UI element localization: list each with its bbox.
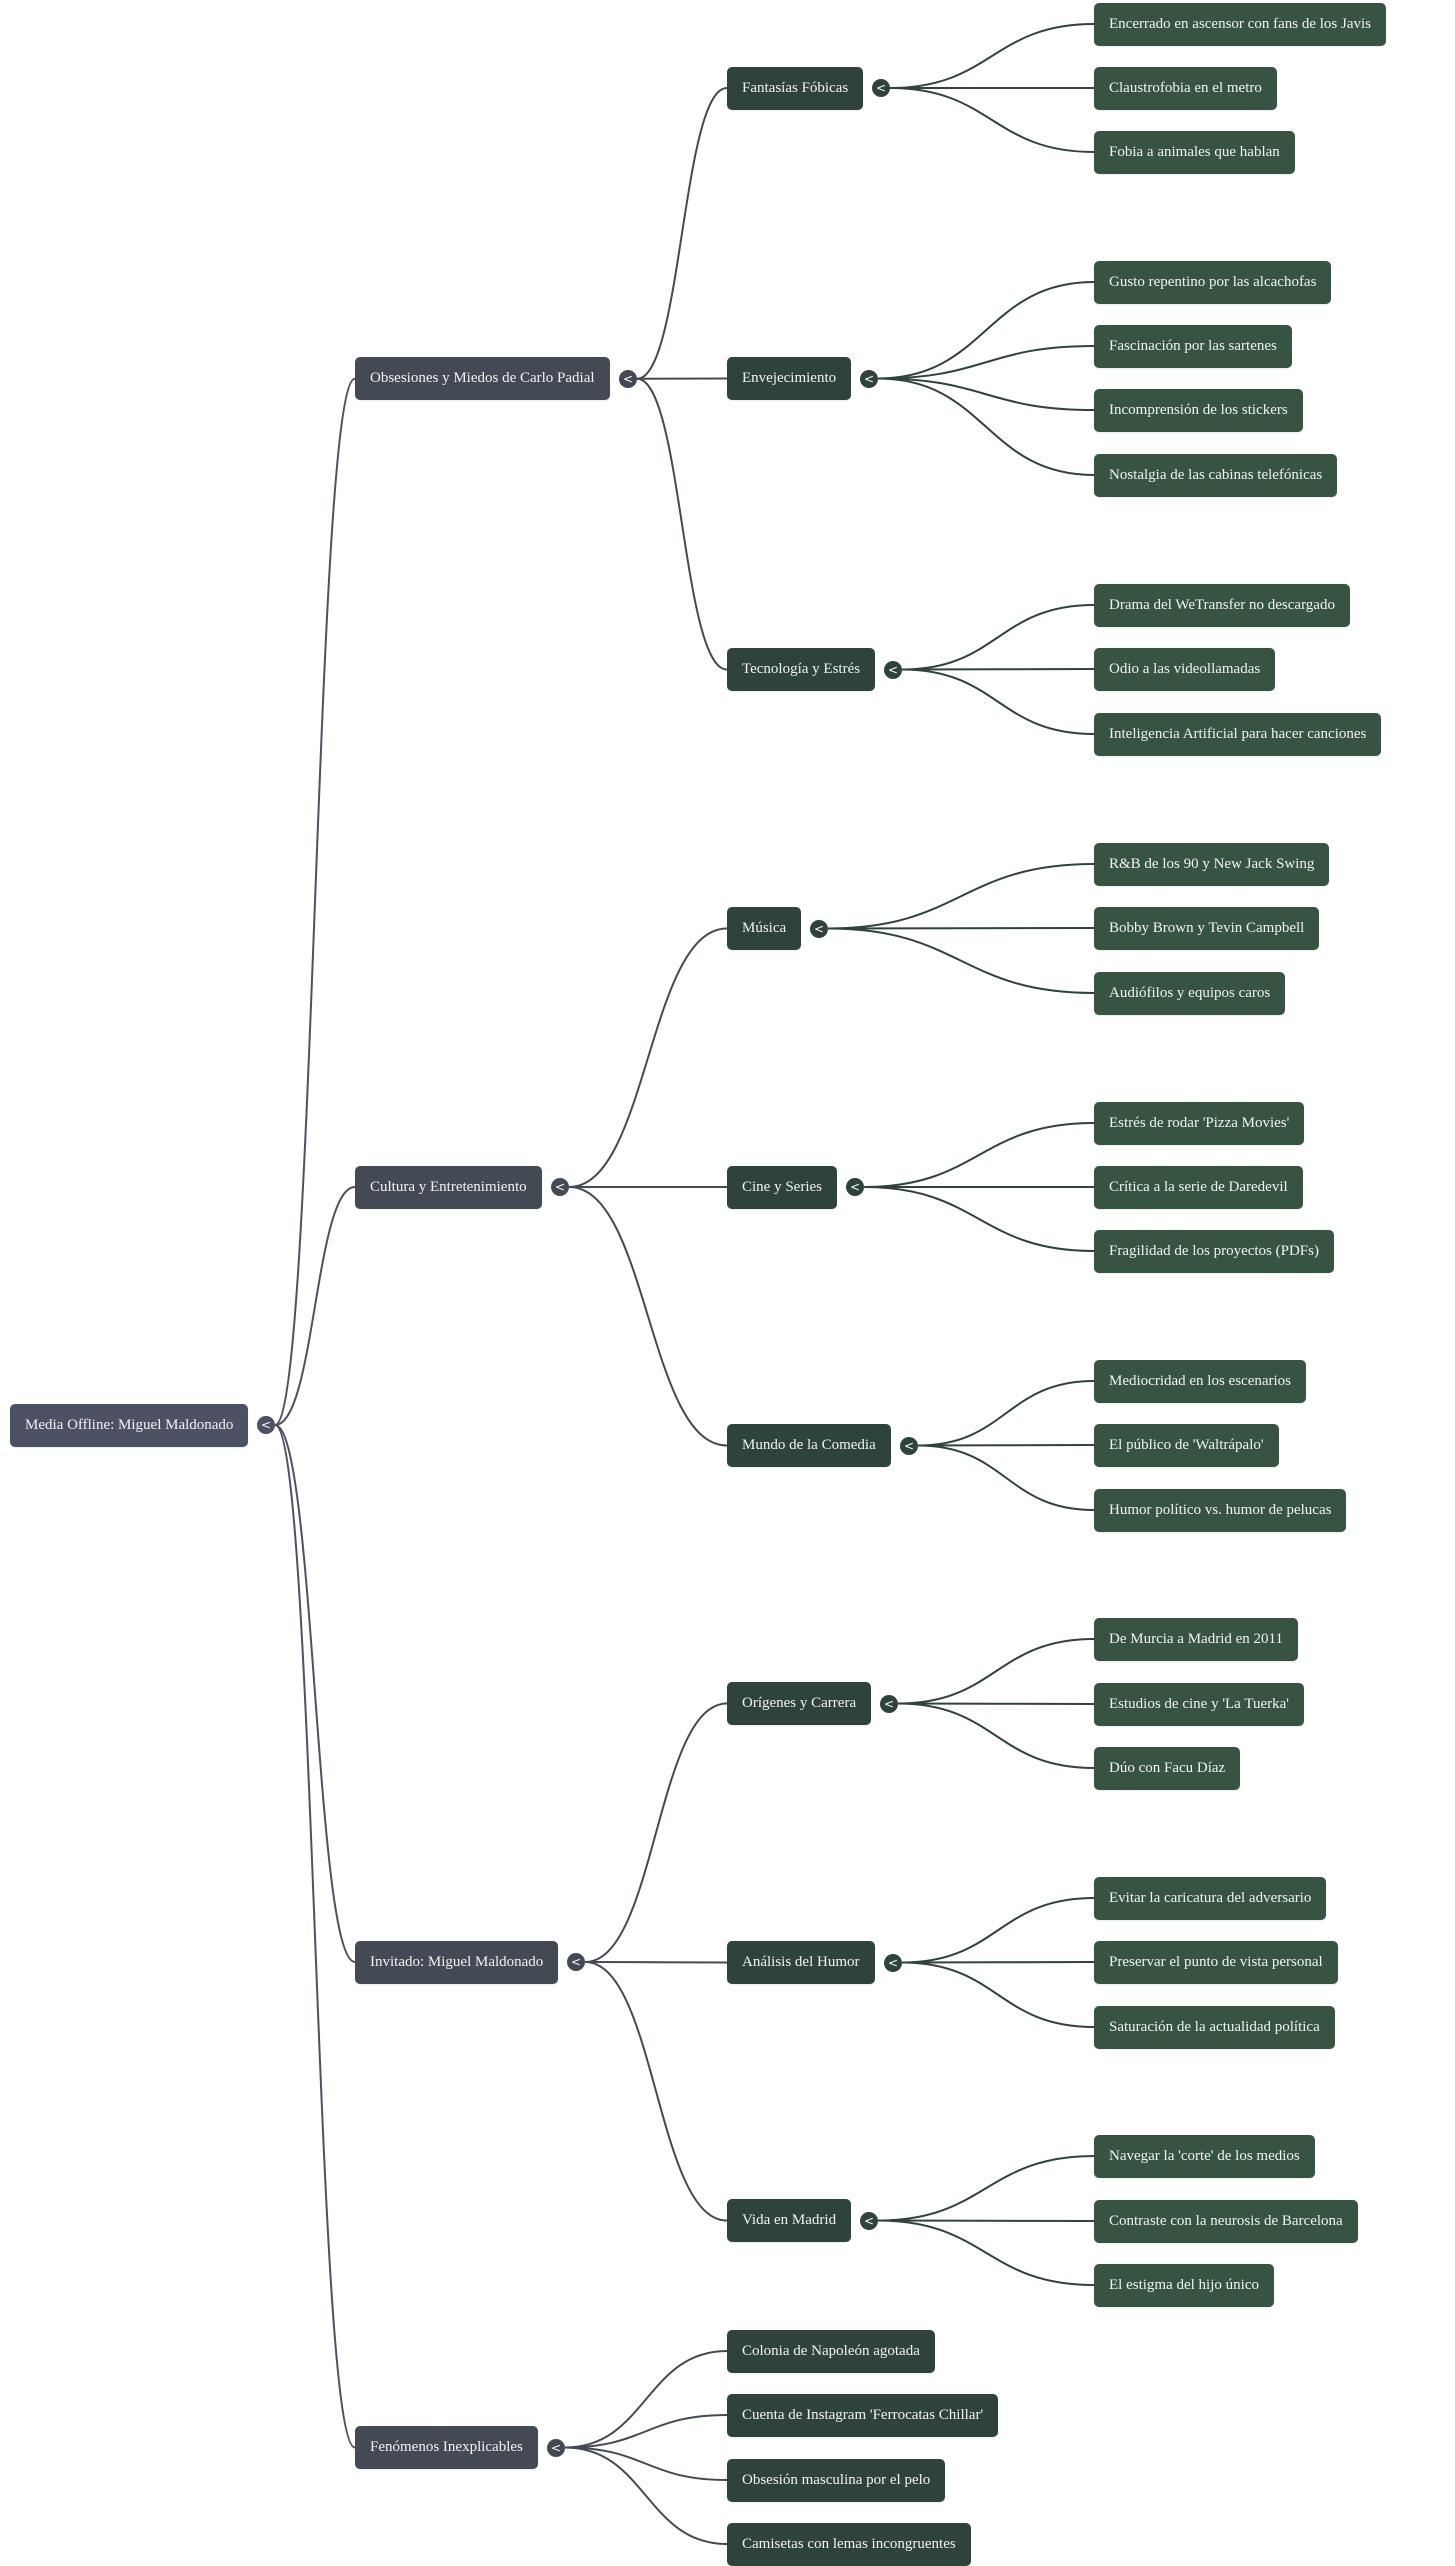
leaf-node-audiofilos-y-equipos-caros[interactable]: Audiófilos y equipos caros (1094, 972, 1285, 1015)
leaf-node-el-publico-de-waltrapalo[interactable]: El público de 'Waltrápalo' (1094, 1424, 1279, 1467)
leaf-node-fascinacion-por-las-sartenes[interactable]: Fascinación por las sartenes (1094, 325, 1292, 368)
connector-line (828, 864, 1094, 929)
leaf-node-preservar-el-punto-de-vista-personal[interactable]: Preservar el punto de vista personal (1094, 1941, 1338, 1984)
connector-line (918, 1446, 1094, 1511)
connector-line (890, 24, 1094, 88)
subbranch-node-mundo-de-la-comedia[interactable]: Mundo de la Comedia (727, 1424, 891, 1467)
connector-line (878, 379, 1094, 476)
connector-line (878, 379, 1094, 411)
leaf-node-critica-a-la-serie-de-daredevil[interactable]: Crítica a la serie de Daredevil (1094, 1166, 1303, 1209)
connector-line (902, 1898, 1094, 1963)
leaf-node-drama-del-wetransfer-no-descargado[interactable]: Drama del WeTransfer no descargado (1094, 584, 1350, 627)
leaf-node-humor-politico-vs-humor-de-pelucas[interactable]: Humor político vs. humor de pelucas (1094, 1489, 1346, 1532)
connector-line (569, 1187, 727, 1446)
leaf-node-el-estigma-del-hijo-unico[interactable]: El estigma del hijo único (1094, 2264, 1274, 2307)
leaf-node-navegar-la-corte-de-los-medios[interactable]: Navegar la 'corte' de los medios (1094, 2135, 1315, 2178)
connector-line (902, 1962, 1094, 1963)
branch-node-fenomenos-inexplicables[interactable]: Fenómenos Inexplicables (355, 2426, 538, 2469)
subbranch-node-analisis-del-humor[interactable]: Análisis del Humor (727, 1941, 875, 1984)
collapse-toggle-icon[interactable]: < (567, 1953, 585, 1971)
leaf-node-estudios-de-cine-y-la-tuerka[interactable]: Estudios de cine y 'La Tuerka' (1094, 1683, 1304, 1726)
connector-line (902, 669, 1094, 670)
connector-line (565, 2415, 727, 2448)
connector-line (898, 1704, 1094, 1769)
subbranch-node-cine-y-series[interactable]: Cine y Series (727, 1166, 837, 1209)
connector-line (878, 346, 1094, 379)
collapse-toggle-icon[interactable]: < (884, 661, 902, 679)
connector-line (902, 605, 1094, 670)
leaf-node-contraste-con-la-neurosis-de-barcelona[interactable]: Contraste con la neurosis de Barcelona (1094, 2200, 1358, 2243)
connector-line (585, 1962, 727, 1963)
connector-line (565, 2448, 727, 2481)
leaf-node-encerrado-en-ascensor-con-fans-de-los-ja[interactable]: Encerrado en ascensor con fans de los Ja… (1094, 3, 1386, 46)
connector-line (918, 1445, 1094, 1446)
connector-line (878, 282, 1094, 379)
collapse-toggle-icon[interactable]: < (810, 920, 828, 938)
connector-line (637, 379, 727, 670)
leaf-node-bobby-brown-y-tevin-campbell[interactable]: Bobby Brown y Tevin Campbell (1094, 907, 1319, 950)
subbranch-node-tecnologia-y-estres[interactable]: Tecnología y Estrés (727, 648, 875, 691)
connector-line (864, 1123, 1094, 1187)
leaf-node-mediocridad-en-los-escenarios[interactable]: Mediocridad en los escenarios (1094, 1360, 1306, 1403)
branch-node-invitado-miguel-maldonado[interactable]: Invitado: Miguel Maldonado (355, 1941, 558, 1984)
connector-line (569, 929, 727, 1188)
connector-line (902, 670, 1094, 735)
connector-line (828, 929, 1094, 994)
leaf-node-saturacion-de-la-actualidad-politica[interactable]: Saturación de la actualidad política (1094, 2006, 1335, 2049)
connector-line (878, 2156, 1094, 2221)
connector-line (275, 1425, 355, 1962)
collapse-toggle-icon[interactable]: < (884, 1954, 902, 1972)
subbranch-node-cuenta-de-instagram-ferrocatas-chillar[interactable]: Cuenta de Instagram 'Ferrocatas Chillar' (727, 2394, 998, 2437)
collapse-toggle-icon[interactable]: < (551, 1178, 569, 1196)
collapse-toggle-icon[interactable]: < (619, 370, 637, 388)
subbranch-node-envejecimiento[interactable]: Envejecimiento (727, 357, 851, 400)
leaf-node-nostalgia-de-las-cabinas-telefonicas[interactable]: Nostalgia de las cabinas telefónicas (1094, 454, 1337, 497)
connector-line (585, 1962, 727, 2221)
collapse-toggle-icon[interactable]: < (860, 370, 878, 388)
collapse-toggle-icon[interactable]: < (880, 1695, 898, 1713)
subbranch-node-obsesion-masculina-por-el-pelo[interactable]: Obsesión masculina por el pelo (727, 2459, 945, 2502)
leaf-node-evitar-la-caricatura-del-adversario[interactable]: Evitar la caricatura del adversario (1094, 1877, 1326, 1920)
collapse-toggle-icon[interactable]: < (547, 2439, 565, 2457)
leaf-node-claustrofobia-en-el-metro[interactable]: Claustrofobia en el metro (1094, 67, 1277, 110)
subbranch-node-colonia-de-napoleon-agotada[interactable]: Colonia de Napoleón agotada (727, 2330, 935, 2373)
connector-line (878, 2221, 1094, 2286)
collapse-toggle-icon[interactable]: < (846, 1178, 864, 1196)
leaf-node-fobia-a-animales-que-hablan[interactable]: Fobia a animales que hablan (1094, 131, 1295, 174)
connector-line (898, 1639, 1094, 1704)
root-node-media-offline-miguel-maldonado[interactable]: Media Offline: Miguel Maldonado (10, 1404, 248, 1447)
leaf-node-incomprension-de-los-stickers[interactable]: Incomprensión de los stickers (1094, 389, 1303, 432)
collapse-toggle-icon[interactable]: < (257, 1416, 275, 1434)
leaf-node-fragilidad-de-los-proyectos-pdfs[interactable]: Fragilidad de los proyectos (PDFs) (1094, 1230, 1334, 1273)
connector-line (828, 928, 1094, 929)
connector-line (275, 379, 355, 1425)
connector-line (565, 2448, 727, 2545)
leaf-node-duo-con-facu-diaz[interactable]: Dúo con Facu Díaz (1094, 1747, 1240, 1790)
connector-line (878, 2221, 1094, 2222)
connector-line (898, 1704, 1094, 1705)
connector-line (637, 88, 727, 379)
subbranch-node-vida-en-madrid[interactable]: Vida en Madrid (727, 2199, 851, 2242)
leaf-node-estres-de-rodar-pizza-movies[interactable]: Estrés de rodar 'Pizza Movies' (1094, 1102, 1304, 1145)
subbranch-node-musica[interactable]: Música (727, 907, 801, 950)
connector-line (890, 88, 1094, 152)
connector-line (902, 1963, 1094, 2028)
collapse-toggle-icon[interactable]: < (860, 2212, 878, 2230)
connector-line (918, 1381, 1094, 1446)
connector-line (275, 1425, 355, 2448)
collapse-toggle-icon[interactable]: < (900, 1437, 918, 1455)
leaf-node-r-b-de-los-90-y-new-jack-swing[interactable]: R&B de los 90 y New Jack Swing (1094, 843, 1329, 886)
leaf-node-odio-a-las-videollamadas[interactable]: Odio a las videollamadas (1094, 648, 1275, 691)
branch-node-obsesiones-y-miedos-de-carlo-padial[interactable]: Obsesiones y Miedos de Carlo Padial (355, 357, 610, 400)
leaf-node-de-murcia-a-madrid-en-2011[interactable]: De Murcia a Madrid en 2011 (1094, 1618, 1298, 1661)
leaf-node-gusto-repentino-por-las-alcachofas[interactable]: Gusto repentino por las alcachofas (1094, 261, 1331, 304)
connector-line (864, 1187, 1094, 1251)
subbranch-node-origenes-y-carrera[interactable]: Orígenes y Carrera (727, 1682, 871, 1725)
connector-line (565, 2351, 727, 2448)
subbranch-node-fantasias-fobicas[interactable]: Fantasías Fóbicas (727, 67, 863, 110)
connector-line (585, 1704, 727, 1963)
branch-node-cultura-y-entretenimiento[interactable]: Cultura y Entretenimiento (355, 1166, 542, 1209)
leaf-node-inteligencia-artificial-para-hacer-canci[interactable]: Inteligencia Artificial para hacer canci… (1094, 713, 1381, 756)
collapse-toggle-icon[interactable]: < (872, 79, 890, 97)
